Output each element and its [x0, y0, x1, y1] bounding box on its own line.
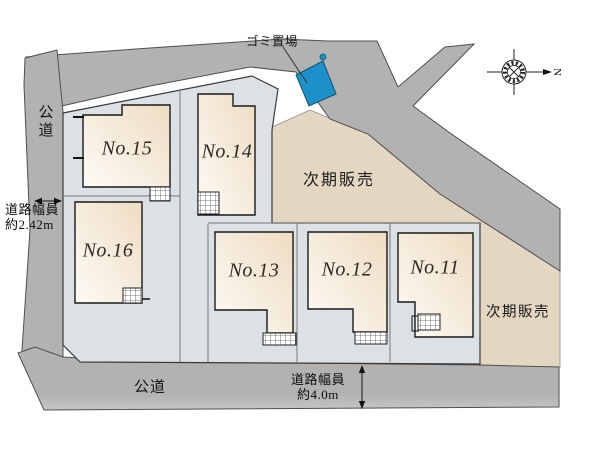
- parking-hatch-no13: [262, 332, 297, 346]
- building-no15-ticks: [73, 116, 84, 159]
- parking-hatch-no11: [417, 313, 441, 331]
- garbage-station-label: ゴミ置場: [245, 34, 299, 49]
- lot-label-no13: No.13: [228, 259, 280, 282]
- left-road-label: 公道: [36, 104, 53, 140]
- building-no12: [307, 231, 388, 333]
- bottom-road-label: 公道: [133, 379, 167, 396]
- building-no15: [82, 104, 171, 188]
- building-no11-bracket: [411, 315, 419, 332]
- width-arrow-bottom: [358, 365, 366, 409]
- lot-label-no14: No.14: [201, 140, 253, 163]
- parking-hatch-no15: [149, 186, 171, 202]
- lot-boundary-lines: [63, 90, 480, 362]
- garbage-leader-line: [282, 46, 308, 84]
- parking-hatch-no12: [354, 331, 388, 345]
- building-no11: [397, 232, 474, 338]
- parking-hatch-no16: [122, 287, 143, 304]
- road-width-bottom-label: 道路幅員: [290, 372, 346, 387]
- future-sale-label-bottom-right: 次期販売: [486, 304, 550, 321]
- garbage-station-shape: [295, 60, 337, 107]
- road-width-left-value: 約2.42m: [5, 217, 54, 233]
- future-sale-label-middle: 次期販売: [302, 172, 376, 189]
- compass-icon: N: [487, 49, 563, 95]
- road-width-bottom-value: 約4.0m: [297, 387, 339, 403]
- lot-label-no11: No.11: [410, 256, 460, 279]
- width-arrow-left: [34, 197, 62, 205]
- lot-label-no16: No.16: [82, 239, 134, 262]
- lot-label-no12: No.12: [321, 258, 373, 281]
- garbage-station-dot: [319, 53, 327, 61]
- top-road-shape: [25, 38, 561, 272]
- road-width-note-bottom: 道路幅員 約4.0m: [291, 372, 345, 403]
- compass-n-label: N: [551, 68, 563, 76]
- parking-hatch-no14: [197, 191, 220, 215]
- building-no14: [197, 93, 256, 216]
- road-width-left-label: 道路幅員: [5, 202, 60, 217]
- road-width-note-left: 道路幅員 約2.42m: [5, 202, 59, 233]
- lot-label-no15: No.15: [101, 137, 153, 160]
